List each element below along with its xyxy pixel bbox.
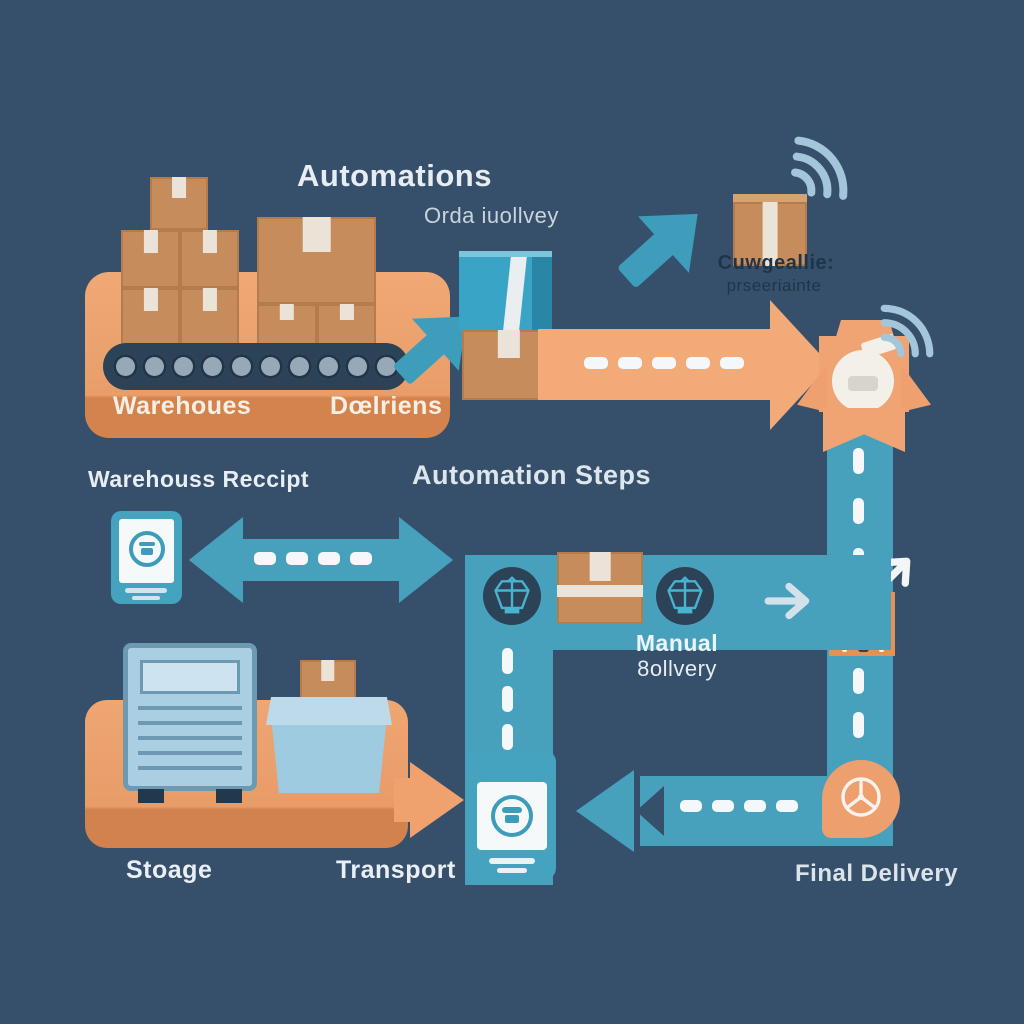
conveyor-roller <box>200 354 225 379</box>
dash <box>618 357 642 369</box>
manual-label-2: 8ollvery <box>637 656 717 681</box>
wifi-signal-icon <box>876 300 938 358</box>
manual-label-1: Manual <box>635 630 719 656</box>
smart-package-box <box>733 194 807 266</box>
dash <box>853 498 864 524</box>
dash <box>686 357 710 369</box>
conveyor-roller <box>258 354 283 379</box>
receipt-screen <box>119 519 174 583</box>
station-top <box>835 320 895 340</box>
automation-steps-label: Automation Steps <box>412 460 652 490</box>
smart-package-caption-1: Cuwgeallie: <box>717 252 835 274</box>
station-flap-right <box>901 364 931 412</box>
conveyor-roller <box>142 354 167 379</box>
dash <box>254 552 276 565</box>
storage-label: Stoage <box>126 856 213 884</box>
arrow-head-left-icon <box>189 517 243 603</box>
bundle-detail <box>848 376 878 391</box>
arrow-left-icon <box>576 770 634 852</box>
conveyor-roller <box>229 354 254 379</box>
scanner-line <box>132 596 160 600</box>
transport-label: Transport <box>336 856 456 884</box>
container-foot <box>138 789 164 803</box>
dash <box>350 552 372 565</box>
receipt-label: Warehouss Reccipt <box>88 466 310 492</box>
bin-body <box>272 725 386 793</box>
drone-node-icon <box>656 567 714 625</box>
package-box <box>150 177 208 230</box>
box-shade <box>532 257 552 330</box>
box-tape <box>503 257 528 330</box>
drone-node-icon <box>483 567 541 625</box>
blue-package-box <box>459 251 552 330</box>
page-title: Automations <box>297 158 492 193</box>
dash <box>744 800 766 812</box>
dash <box>853 448 864 474</box>
conveyor-roller <box>113 354 138 379</box>
deliveries-label: Dœlriens <box>330 392 443 420</box>
package-box <box>121 288 180 345</box>
scanner-line <box>125 588 167 593</box>
scanner-screen <box>477 782 547 850</box>
delivery-pin-icon <box>822 760 900 838</box>
dash <box>502 648 513 674</box>
arrow-head-icon <box>410 762 464 838</box>
bin-lid <box>266 697 392 725</box>
warehouse-label: Warehoues <box>113 392 252 420</box>
conveyor-belt-icon <box>103 343 409 390</box>
package-box <box>180 288 239 345</box>
package-box <box>257 304 317 345</box>
scanner-line <box>497 868 527 873</box>
conveyor-roller <box>345 354 370 379</box>
dash <box>502 686 513 712</box>
dash <box>712 800 734 812</box>
dash <box>776 800 798 812</box>
arrow-right-icon <box>762 574 816 628</box>
arrow-up-right-icon <box>589 172 736 319</box>
scanner-receipt-icon <box>491 795 533 837</box>
arrow-up-right-icon <box>366 278 501 414</box>
receipt-scanner <box>111 511 182 604</box>
container-window <box>140 660 240 694</box>
package-box <box>557 552 643 624</box>
arrow-head-right-icon <box>399 517 453 603</box>
container-foot <box>216 789 242 803</box>
dash <box>853 712 864 738</box>
smart-package-caption-2: prseeriainte <box>726 276 822 295</box>
dash <box>720 357 744 369</box>
conveyor-roller <box>287 354 312 379</box>
dash <box>652 357 676 369</box>
scanner-receipt-icon <box>129 531 165 567</box>
package-box <box>317 304 376 345</box>
storage-container-icon <box>123 643 257 791</box>
final-delivery-label: Final Delivery <box>795 860 959 887</box>
dash <box>680 800 702 812</box>
dash <box>853 668 864 694</box>
dash <box>502 724 513 750</box>
scanner-line <box>489 858 535 864</box>
scanner-terminal <box>468 750 556 880</box>
parcel-bundle-icon <box>832 333 898 412</box>
package-box <box>121 230 180 288</box>
dash <box>584 357 608 369</box>
conveyor-roller <box>316 354 341 379</box>
container-slats <box>138 706 242 778</box>
wifi-signal-icon <box>783 131 859 202</box>
dash <box>286 552 308 565</box>
package-box <box>180 230 239 288</box>
dash <box>318 552 340 565</box>
conveyor-roller <box>171 354 196 379</box>
order-delivery-label: Orda iuollvey <box>424 203 559 228</box>
package-box-large <box>257 217 376 304</box>
